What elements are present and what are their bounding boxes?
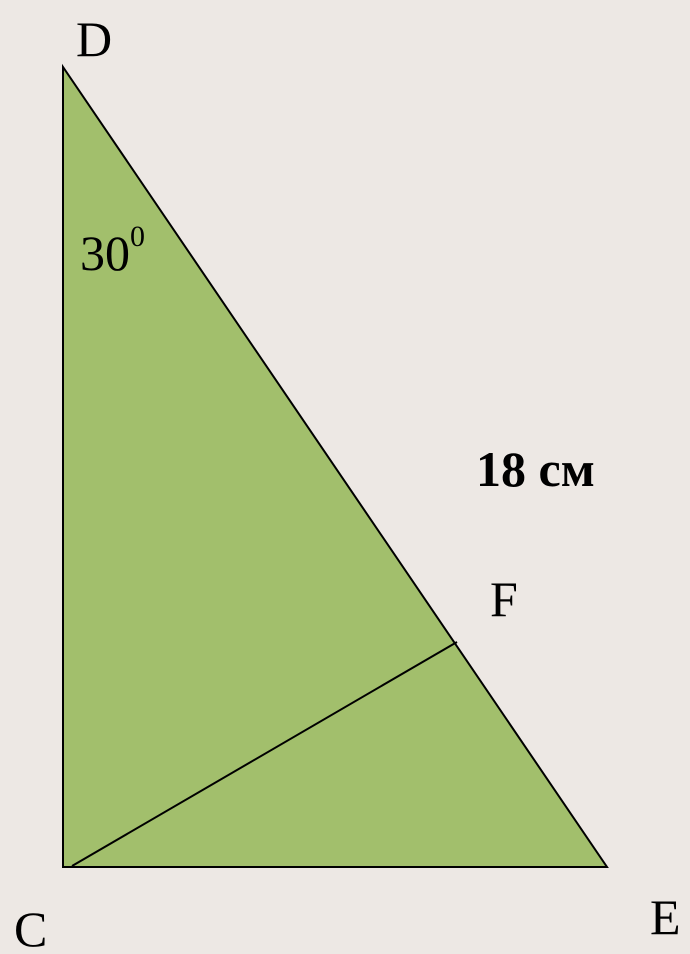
- angle-degree-mark: 0: [130, 220, 145, 254]
- length-label: 18 см: [476, 441, 595, 497]
- vertex-label-d: D: [76, 11, 113, 67]
- triangle-dce: [62, 63, 609, 868]
- segment-cf: [71, 641, 458, 867]
- angle-label: 300: [80, 222, 145, 281]
- vertex-label-e: E: [650, 889, 681, 945]
- angle-value: 30: [80, 225, 130, 281]
- vertex-label-f: F: [490, 571, 518, 627]
- vertex-label-c: C: [14, 901, 48, 954]
